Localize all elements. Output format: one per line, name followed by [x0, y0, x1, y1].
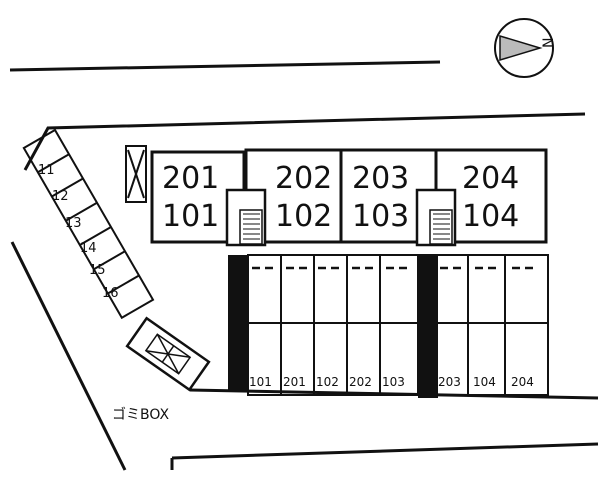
parking-space-label: 15 — [89, 263, 106, 278]
parking-space-label: 102 — [316, 375, 339, 389]
parking-bottom-row: 101 201 102 202 103 203 104 204 — [228, 254, 549, 398]
room-label: 101 — [162, 199, 219, 234]
stair-steps — [243, 213, 450, 240]
room-label: 201 — [162, 161, 219, 196]
room-label: 204 — [462, 161, 519, 196]
parking-space-label: 16 — [102, 286, 119, 301]
stair-cores — [225, 188, 457, 247]
room-label: 103 — [352, 199, 409, 234]
room-labels: 201 101 202 102 203 103 204 104 — [162, 161, 519, 234]
room-label: 102 — [275, 199, 332, 234]
compass-circle — [494, 18, 554, 78]
parking-space-label: 202 — [349, 375, 372, 389]
parking-left-row: 11 12 13 14 15 16 — [22, 128, 155, 320]
parking-space-label: 203 — [438, 375, 461, 389]
parking-space-label: 103 — [382, 375, 405, 389]
parking-space-label: 101 — [249, 375, 272, 389]
north-arrow-icon — [499, 34, 543, 62]
parking-space-label: 13 — [65, 216, 82, 231]
parking-space-label: 104 — [473, 375, 496, 389]
garbage-box — [125, 316, 211, 392]
room-label: 202 — [275, 161, 332, 196]
parking-space-label: 12 — [52, 189, 69, 204]
compass-label: N — [541, 38, 557, 48]
parking-space-label: 201 — [283, 375, 306, 389]
storage-box — [125, 145, 147, 203]
compass: N — [494, 18, 557, 78]
parking-space-label: 14 — [80, 241, 97, 256]
garbage-box-label: ゴミBOX — [112, 406, 169, 423]
parking-space-label: 204 — [511, 375, 534, 389]
parking-space-label: 11 — [38, 163, 55, 178]
room-label: 203 — [352, 161, 409, 196]
room-label: 104 — [462, 199, 519, 234]
